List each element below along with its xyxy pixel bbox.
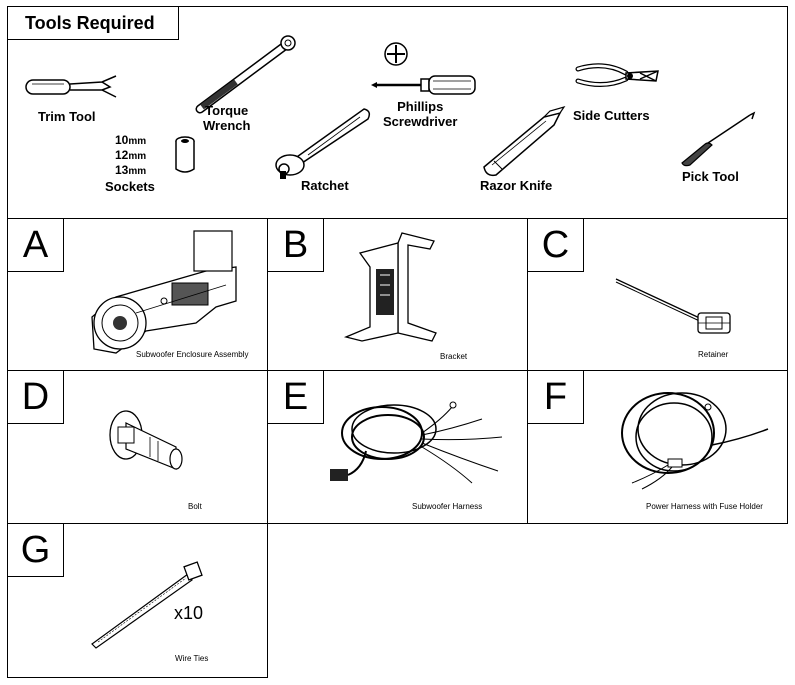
part-e-letter: E [267, 370, 324, 424]
razor-knife-icon [483, 105, 566, 177]
subwoofer-enclosure-icon [91, 230, 237, 354]
part-d-caption: Bolt [188, 502, 202, 511]
tool-label-phillips-screwdriver: Phillips Screwdriver [383, 99, 458, 129]
trim-tool-icon [25, 75, 117, 98]
part-g-panel: G x10 Wire Ties [7, 523, 268, 678]
part-g-letter: G [7, 523, 64, 577]
retainer-icon [615, 278, 731, 334]
part-g-caption: Wire Ties [175, 654, 209, 663]
socket-size-13: 13mm [115, 163, 147, 177]
part-b-panel: B Bracket [267, 218, 528, 371]
part-b-letter: B [267, 218, 324, 272]
part-d-letter: D [7, 370, 64, 424]
tools-title: Tools Required [7, 6, 179, 40]
part-a-caption: Subwoofer Enclosure Assembly [136, 350, 249, 359]
tool-label-torque-wrench: Torque Wrench [203, 103, 251, 133]
wire-tie-icon [91, 561, 203, 649]
part-a-panel: A Subwoofer Enclosure Assembly [7, 218, 268, 371]
part-c-caption: Retainer [698, 350, 729, 359]
phillips-screw-icon [384, 42, 408, 66]
tools-required-panel: Tools Required Trim Tool Torque Wrench P… [7, 6, 788, 219]
torque-wrench-icon [195, 35, 296, 114]
power-harness-icon [621, 392, 769, 490]
wire-ties-quantity: x10 [174, 603, 204, 623]
tool-label-side-cutters: Side Cutters [573, 108, 650, 123]
part-c-letter: C [527, 218, 584, 272]
socket-size-12: 12mm [115, 148, 147, 162]
ratchet-icon [275, 108, 371, 179]
part-e-caption: Subwoofer Harness [412, 502, 483, 511]
side-cutters-icon [575, 63, 659, 87]
part-f-caption: Power Harness with Fuse Holder [646, 502, 763, 511]
part-f-panel: F Power Harness with Fuse Holder [527, 370, 788, 524]
part-a-letter: A [7, 218, 64, 272]
bracket-icon [343, 232, 437, 342]
tool-label-sockets: Sockets [105, 179, 155, 194]
bolt-icon [109, 410, 183, 470]
socket-icon [175, 136, 195, 173]
part-e-panel: E Subwoofer Harness [267, 370, 528, 524]
subwoofer-harness-icon [330, 401, 503, 484]
pick-tool-icon [681, 111, 756, 167]
tool-label-pick-tool: Pick Tool [682, 169, 739, 184]
part-f-letter: F [527, 370, 584, 424]
part-d-panel: D Bolt [7, 370, 268, 524]
socket-size-10: 10mm [115, 133, 147, 147]
phillips-screwdriver-icon [371, 75, 476, 95]
tool-label-razor-knife: Razor Knife [480, 178, 553, 193]
part-b-caption: Bracket [440, 352, 468, 361]
tool-label-trim-tool: Trim Tool [38, 109, 96, 124]
tool-label-ratchet: Ratchet [301, 178, 349, 193]
part-c-panel: C Retainer [527, 218, 788, 371]
